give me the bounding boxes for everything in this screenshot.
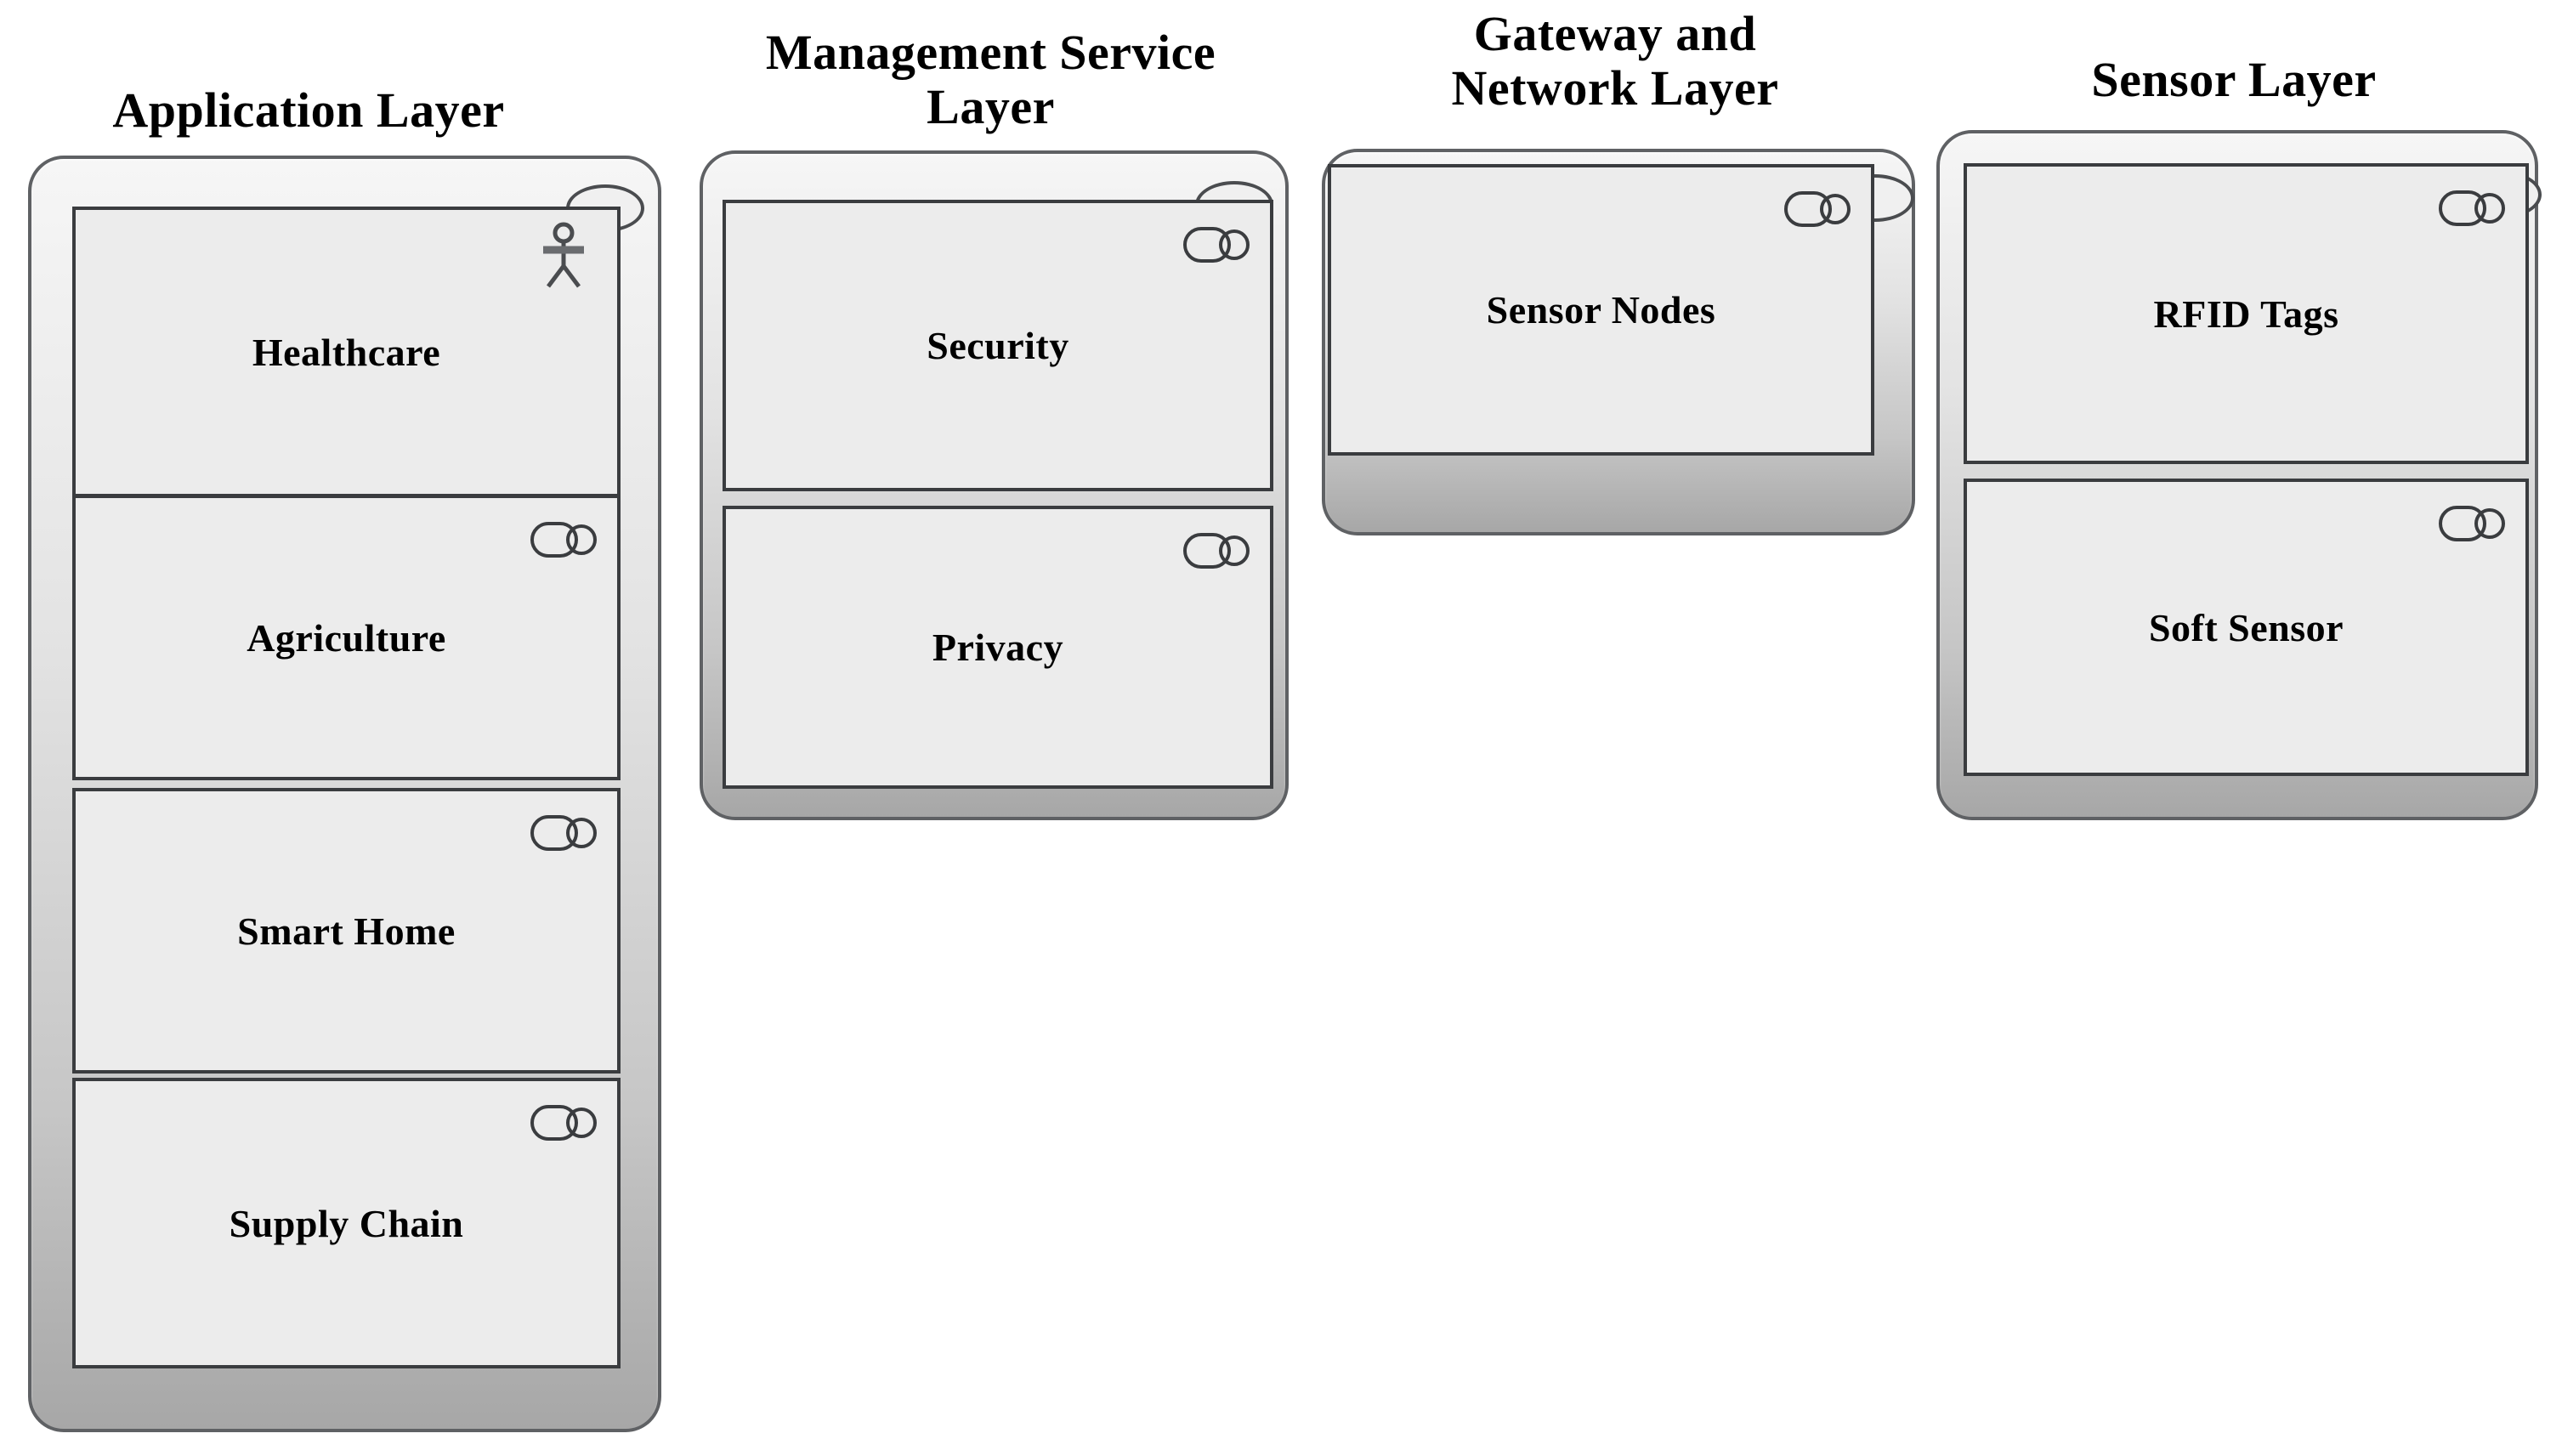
layer-title-line: Layer [927, 79, 1055, 134]
node-label: Healthcare [252, 330, 441, 374]
node-privacy: Privacy [723, 506, 1273, 789]
node-label: Security [927, 324, 1069, 367]
node-label: Privacy [932, 626, 1064, 669]
node-label: Agriculture [247, 615, 446, 660]
layer-title-line: Sensor Layer [2091, 52, 2377, 107]
node-label: Soft Sensor [2148, 605, 2344, 649]
actor-icon [543, 222, 584, 288]
node-agriculture: Agriculture [72, 495, 621, 780]
component-icon [530, 522, 597, 558]
component-icon [1183, 533, 1250, 569]
node-label: Supply Chain [229, 1201, 464, 1245]
node-label: Smart Home [237, 909, 456, 953]
component-icon [2439, 190, 2505, 226]
node-label: Sensor Nodes [1486, 288, 1716, 331]
component-icon [530, 815, 597, 851]
node-sensor-nodes: Sensor Nodes [1328, 164, 1874, 456]
node-supply-chain: Supply Chain [72, 1078, 621, 1368]
node-healthcare: Healthcare [72, 207, 621, 497]
node-label: RFID Tags [2153, 292, 2339, 336]
layer-title-gateway-network: Gateway and Network Layer [1322, 7, 1908, 116]
layer-title-management-service: Management Service Layer [700, 25, 1282, 134]
component-icon [530, 1105, 597, 1141]
component-icon [1183, 227, 1250, 263]
node-security: Security [723, 200, 1273, 491]
layer-title-line: Gateway and [1473, 6, 1757, 61]
layer-title-line: Management Service [765, 25, 1216, 80]
node-smart-home: Smart Home [72, 788, 621, 1074]
layer-title-line: Network Layer [1451, 60, 1779, 116]
layer-title-line: Application Layer [112, 82, 505, 138]
layer-title-application: Application Layer [11, 83, 606, 138]
node-rfid-tags: RFID Tags [1964, 163, 2529, 464]
node-soft-sensor: Soft Sensor [1964, 479, 2529, 776]
component-icon [2439, 506, 2505, 541]
component-icon [1784, 191, 1851, 227]
layer-title-sensor: Sensor Layer [1936, 53, 2531, 107]
